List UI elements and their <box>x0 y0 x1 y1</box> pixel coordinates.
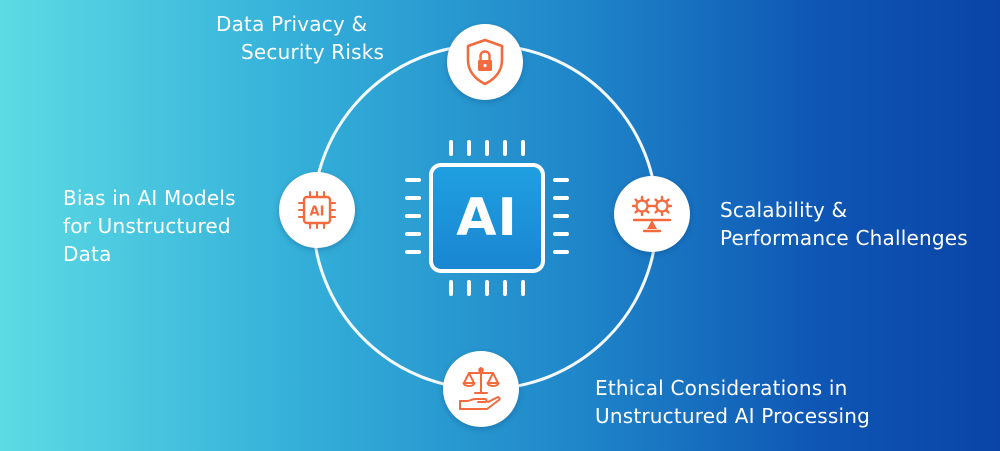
label-bias-line-2: for Unstructured <box>63 214 231 238</box>
label-scalability-line-1: Scalability & <box>720 198 848 222</box>
label-privacy-line-1: Data Privacy & <box>216 12 368 36</box>
ai-chip-icon: AI <box>298 191 336 229</box>
label-scalability-line-2: Performance Challenges <box>720 226 968 250</box>
label-privacy-line-2: Security Risks <box>241 40 385 64</box>
label-bias-line-3: Data <box>63 242 112 266</box>
gears-balance-icon <box>631 195 673 233</box>
node-ethics <box>443 351 519 427</box>
label-bias: Bias in AI Models for Unstructured Data <box>63 184 236 268</box>
node-bias: AI <box>279 172 355 248</box>
central-chip-pins <box>405 140 569 296</box>
hand-scales-icon <box>459 367 501 410</box>
central-ai-label: AI <box>456 188 518 248</box>
node-scalability <box>614 176 690 252</box>
node-privacy <box>447 24 523 100</box>
label-ethics-line-1: Ethical Considerations in <box>595 376 848 400</box>
label-scalability: Scalability & Performance Challenges <box>720 196 968 252</box>
ai-chip-icon-text: AI <box>310 205 325 220</box>
central-ai-chip: AI <box>429 163 545 273</box>
label-bias-line-1: Bias in AI Models <box>63 186 236 210</box>
shield-lock-icon <box>466 38 504 86</box>
label-privacy: Data Privacy & Security Risks <box>216 10 384 66</box>
label-ethics-line-2: Unstructured AI Processing <box>595 404 871 428</box>
label-ethics: Ethical Considerations in Unstructured A… <box>595 374 870 430</box>
